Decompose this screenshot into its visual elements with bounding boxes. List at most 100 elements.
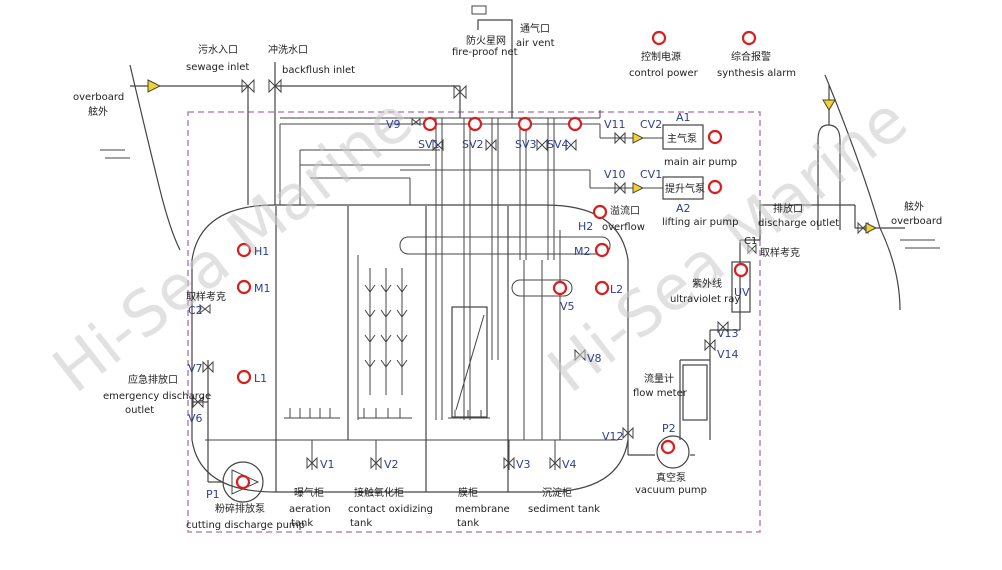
tag-L2: L2 <box>610 283 623 296</box>
tag-V9: V9 <box>386 118 401 131</box>
label-overboard-left-cn: 舷外 <box>88 105 108 118</box>
valve-V12 <box>622 426 634 440</box>
system-boundary <box>187 111 761 533</box>
label-lifting-air-pump-cn: 提升气泵 <box>665 182 705 195</box>
tags: V1 V2 V3 V4 V5 V6 V7 V8 V9 V10 V11 V12 V… <box>188 111 757 501</box>
air-headers <box>279 117 600 205</box>
label-membrane-en-2: tank <box>457 518 479 529</box>
valve-SV1 <box>432 138 444 152</box>
label-control-power-en: control power <box>629 68 699 79</box>
label-cutting-pump-en: cutting discharge pump <box>186 520 305 531</box>
cutting-pump-lines <box>192 360 223 483</box>
label-sediment-en: sediment tank <box>528 504 600 515</box>
tag-V2: V2 <box>384 458 399 471</box>
valve-V7 <box>202 360 214 374</box>
indicator-A1 <box>707 129 723 145</box>
valve-C1 <box>747 243 757 255</box>
tag-SV4: SV4 <box>547 138 569 151</box>
label-membrane-en-1: membrane <box>455 504 510 515</box>
valve-V4 <box>549 456 561 470</box>
indicator-UV <box>733 262 749 278</box>
vacuum-pump <box>656 435 690 469</box>
air-vent-pipe <box>477 19 513 118</box>
label-sewage-inlet-cn: 污水入口 <box>198 44 238 56</box>
label-air-vent-en: air vent <box>516 38 555 49</box>
valve-overboard-right <box>857 221 869 235</box>
label-emergency-en-1: emergency discharge <box>103 391 211 402</box>
hull-right <box>824 74 901 311</box>
label-backflush-inlet-en: backflush inlet <box>282 65 355 76</box>
main-tank <box>191 204 629 493</box>
label-overboard-right-cn: 舷外 <box>904 200 924 213</box>
aeration-diffuser <box>284 408 340 419</box>
tag-H2: H2 <box>578 220 593 233</box>
indicator-synthesis-alarm <box>741 30 757 46</box>
check-valve-left <box>147 79 162 93</box>
label-membrane-cn: 膜柜 <box>458 486 478 499</box>
tag-V4: V4 <box>562 458 577 471</box>
tag-SV2: SV2 <box>462 138 484 151</box>
main-air-pump <box>662 124 704 150</box>
distribution-pipe <box>399 236 611 255</box>
indicator-SV3 <box>517 116 533 132</box>
tag-SV1: SV1 <box>418 138 440 151</box>
label-control-power-cn: 控制电源 <box>641 50 681 63</box>
valve-V13 <box>717 320 729 334</box>
label-contact-en-1: contact oxidizing <box>348 504 433 515</box>
label-lifting-air-pump-en: lifting air pump <box>662 217 738 228</box>
hull-left <box>129 64 181 251</box>
label-sampling-cock-right: 取样考克 <box>760 246 800 259</box>
valve-symbols <box>192 78 869 470</box>
indicator-L2 <box>594 280 610 296</box>
label-backflush-inlet-cn: 冲洗水口 <box>268 43 308 56</box>
tag-CV1: CV1 <box>640 168 662 181</box>
label-flow-meter-en: flow meter <box>633 388 688 399</box>
label-aeration-en-1: aeration <box>289 504 331 515</box>
label-synthesis-alarm-cn: 综合报警 <box>731 50 771 63</box>
contact-media <box>357 255 412 420</box>
tag-C1: C1 <box>744 236 757 247</box>
label-contact-cn: 接触氧化柜 <box>354 486 404 499</box>
label-sampling-cock-left: 取样考克 <box>186 290 226 303</box>
valve-SV2 <box>485 138 497 152</box>
valve-backflush <box>268 78 282 94</box>
label-main-air-pump-en: main air pump <box>664 157 737 168</box>
valve-V8 <box>574 348 586 362</box>
indicator-P2 <box>660 439 676 455</box>
indicator-SV4 <box>567 116 583 132</box>
tag-A2: A2 <box>676 202 691 215</box>
label-emergency-cn: 应急排放口 <box>128 373 178 386</box>
tag-V14: V14 <box>717 348 739 361</box>
check-valve-right <box>865 222 878 234</box>
label-overflow-cn: 溢流口 <box>610 204 640 217</box>
valve-V2 <box>370 456 382 470</box>
tag-V12: V12 <box>602 430 624 443</box>
valve-V9 <box>411 118 421 126</box>
tag-V5: V5 <box>560 300 575 313</box>
indicator-L1 <box>236 369 252 385</box>
tag-V7: V7 <box>188 362 203 375</box>
check-valve-top-right <box>822 99 836 111</box>
watermark-left: Hi-Sea Marine <box>39 83 425 407</box>
flow-meter <box>682 364 708 421</box>
valve-V3 <box>503 456 515 470</box>
tag-M1: M1 <box>254 282 271 295</box>
label-vacuum-pump-cn: 真空泵 <box>656 471 686 484</box>
indicator-A2 <box>707 179 723 195</box>
indicator-SV2 <box>467 116 483 132</box>
fire-proof-net <box>471 5 487 15</box>
tag-L1: L1 <box>254 372 267 385</box>
label-cutting-pump-cn: 粉碎排放泵 <box>215 502 265 515</box>
label-discharge-outlet-cn: 排放口 <box>773 202 803 215</box>
tag-H1: H1 <box>254 245 269 258</box>
tag-P2: P2 <box>662 422 676 435</box>
label-overflow-en: overflow <box>602 222 645 233</box>
check-valve-CV2 <box>632 132 645 144</box>
label-synthesis-alarm-en: synthesis alarm <box>717 68 796 79</box>
label-vacuum-pump-en: vacuum pump <box>635 485 707 496</box>
indicator-control-power <box>651 30 667 46</box>
tag-M2: M2 <box>574 245 591 258</box>
check-valve-CV1 <box>632 182 645 194</box>
label-contact-en-2: tank <box>350 518 372 529</box>
indicators <box>235 30 757 490</box>
